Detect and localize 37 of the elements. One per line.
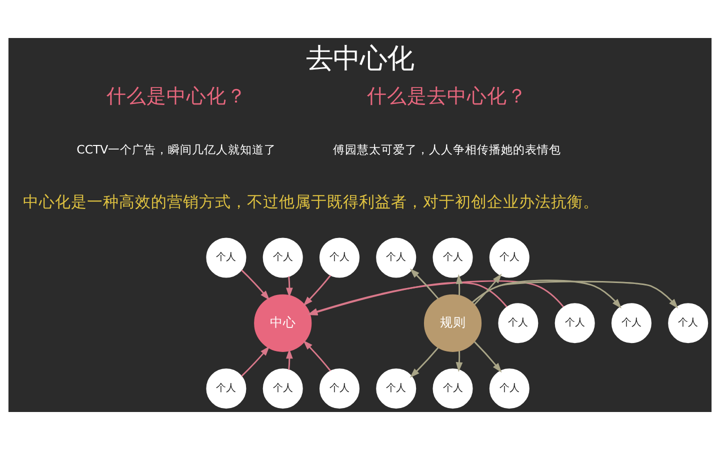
arrow (456, 274, 463, 295)
node-circle: 个人 (262, 368, 303, 408)
arrow (286, 348, 293, 370)
node-circle: 个人 (498, 302, 538, 343)
arrow (474, 340, 502, 372)
arrow (286, 276, 293, 298)
node-circle: 个人 (554, 302, 595, 343)
label: 什么是中心化？ (106, 84, 246, 107)
arrow (241, 269, 270, 300)
node-circle: 个人 (611, 302, 652, 343)
node-circle: 个人 (262, 237, 303, 278)
arrow (303, 340, 332, 371)
arrow (241, 346, 270, 376)
arrow (410, 268, 439, 299)
node-circle: 个人 (376, 368, 416, 408)
node-circle: 个人 (489, 368, 530, 408)
label: 傅园慧太可爱了，人人争相传播她的表情包 (332, 142, 561, 156)
node-circle: 个人 (668, 302, 708, 343)
diagram-title: 去中心化 (306, 43, 414, 74)
node-circle: 规则 (424, 294, 482, 352)
node-circle: 个人 (376, 237, 416, 278)
arrow (456, 350, 463, 372)
node-circle: 个人 (206, 237, 246, 278)
arrow (303, 274, 332, 306)
node-circle: 个人 (319, 368, 360, 408)
arrow (472, 280, 678, 308)
node-circle: 个人 (432, 368, 473, 408)
arrow (472, 279, 622, 308)
node-circle: 个人 (206, 368, 246, 408)
node-circle: 个人 (319, 237, 360, 278)
label: CCTV一个广告，瞬间几亿人就知道了 (76, 142, 276, 156)
arrow (474, 273, 502, 304)
arrow (410, 346, 439, 378)
node-circle: 个人 (489, 237, 530, 278)
label: 什么是去中心化？ (366, 84, 527, 107)
label: 中心化是一种高效的营销方式，不过他属于既得利益者，对于初创企业办法抗衡。 (23, 192, 600, 210)
node-circle: 个人 (432, 237, 473, 278)
